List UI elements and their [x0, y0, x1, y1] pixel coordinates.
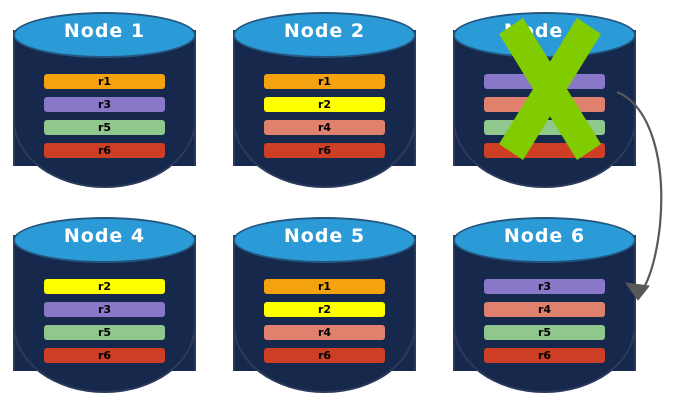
replica-bar[interactable]: r6 [264, 348, 385, 363]
replica-bar[interactable]: r3 [484, 279, 605, 294]
cylinder-top-ellipse [13, 12, 196, 58]
node-label: Node 1 [63, 20, 146, 42]
replica-bar[interactable]: r2 [264, 302, 385, 317]
replica-bar-obscured[interactable] [484, 120, 605, 135]
replica-bar[interactable]: r5 [484, 325, 605, 340]
replica-bar[interactable]: r2 [264, 97, 385, 112]
replica-bar-list: r1 r2 r4 r6 [264, 74, 385, 158]
replica-bar[interactable]: r4 [264, 325, 385, 340]
cylinder-top-ellipse [13, 217, 196, 263]
replica-bar-list: r2 r3 r5 r6 [44, 279, 165, 363]
node-cylinder-1[interactable]: Node 1 r1 r3 r5 r6 [13, 8, 196, 188]
replica-bar[interactable]: r1 [264, 279, 385, 294]
cylinder-top-ellipse [233, 12, 416, 58]
replica-bar[interactable]: r5 [44, 120, 165, 135]
replica-bar-list: r3 [484, 74, 605, 158]
replica-bar-list: r1 r3 r5 r6 [44, 74, 165, 158]
replica-bar[interactable]: r1 [44, 74, 165, 89]
node-label: Node 4 [63, 225, 146, 247]
replica-bar-obscured[interactable] [484, 97, 605, 112]
node-label: Node 6 [503, 225, 586, 247]
replica-bar[interactable]: r2 [44, 279, 165, 294]
replica-bar[interactable]: r6 [44, 348, 165, 363]
node-cylinder-6[interactable]: Node 6 r3 r4 r5 r6 [453, 213, 636, 393]
replica-bar[interactable]: r6 [44, 143, 165, 158]
replica-bar[interactable]: r3 [44, 97, 165, 112]
replica-bar[interactable]: r5 [44, 325, 165, 340]
replica-bar[interactable]: r3 [44, 302, 165, 317]
replica-bar[interactable]: r6 [484, 348, 605, 363]
node-label: Node 2 [283, 20, 366, 42]
replica-bar-list: r1 r2 r4 r6 [264, 279, 385, 363]
node-label: Node 3 [503, 20, 586, 42]
node-cylinder-2[interactable]: Node 2 r1 r2 r4 r6 [233, 8, 416, 188]
replica-bar[interactable]: r3 [484, 74, 605, 89]
replica-bar-obscured[interactable] [484, 143, 605, 158]
node-cylinder-5[interactable]: Node 5 r1 r2 r4 r6 [233, 213, 416, 393]
replica-bar[interactable]: r6 [264, 143, 385, 158]
replica-bar-list: r3 r4 r5 r6 [484, 279, 605, 363]
cylinder-top-ellipse [453, 217, 636, 263]
cylinder-top-ellipse [233, 217, 416, 263]
node-cylinder-4[interactable]: Node 4 r2 r3 r5 r6 [13, 213, 196, 393]
replica-bar[interactable]: r1 [264, 74, 385, 89]
replica-bar[interactable]: r4 [484, 302, 605, 317]
node-label: Node 5 [283, 225, 366, 247]
replica-bar[interactable]: r4 [264, 120, 385, 135]
node-cylinder-3[interactable]: Node 3 r3 [453, 8, 636, 188]
